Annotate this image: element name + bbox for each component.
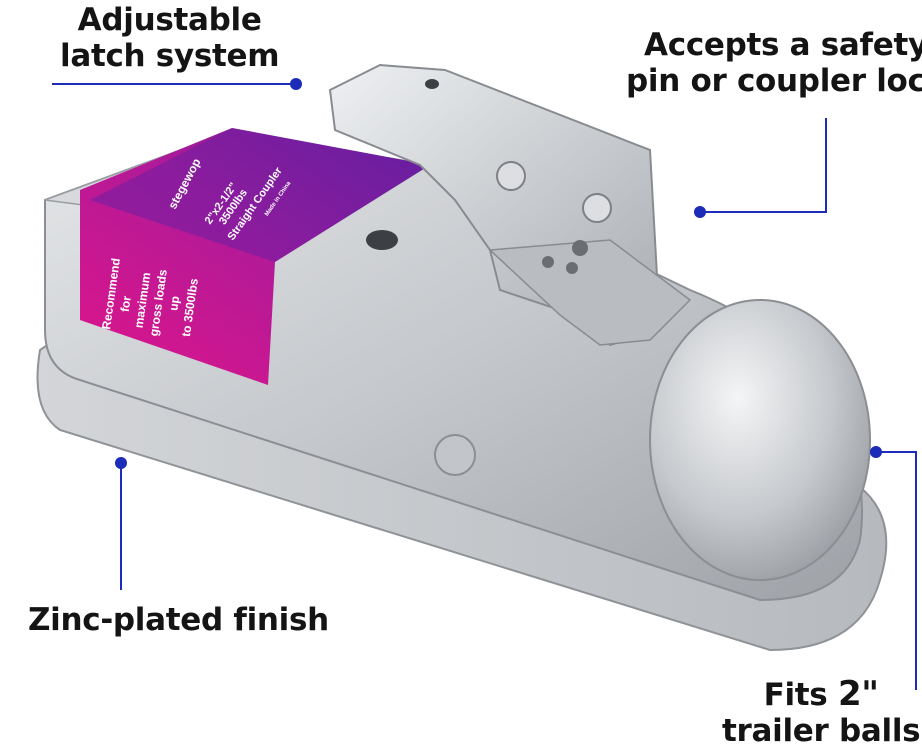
callout-safety-line1: Accepts a safety	[644, 27, 922, 63]
ball-socket-dome	[649, 299, 871, 581]
callout-dot-zinc	[115, 457, 127, 469]
callout-dot-safety	[694, 206, 706, 218]
latch-bolt-icon	[566, 262, 578, 274]
callout-safety-line2: pin or coupler lock	[626, 63, 922, 99]
latch-bolt-icon	[496, 161, 526, 191]
callout-balls-line1: Fits 2"	[722, 676, 920, 713]
callout-balls-size: 2"	[837, 674, 879, 714]
callout-balls-line2: trailer balls	[722, 713, 921, 749]
callout-dot-latch	[290, 78, 302, 90]
callout-latch-line1: Adjustable	[77, 2, 262, 38]
callout-zinc-finish: Zinc-plated finish	[28, 602, 329, 638]
svg-text:up: up	[166, 295, 182, 311]
callout-trailer-balls: Fits 2" trailer balls	[722, 676, 921, 749]
callout-line-safety	[700, 118, 827, 213]
callout-zinc-line1: Zinc-plated finish	[28, 602, 329, 638]
svg-text:for: for	[118, 295, 134, 313]
latch-bolt-icon	[542, 256, 554, 268]
callout-dot-balls	[870, 446, 882, 458]
callout-safety-pin: Accepts a safety pin or coupler lock	[626, 27, 922, 99]
callout-balls-prefix: Fits	[763, 677, 838, 713]
callout-latch-line2: latch system	[60, 38, 280, 74]
callout-line-balls	[876, 451, 917, 690]
latch-bolt-icon	[572, 240, 588, 256]
rivet-icon	[434, 434, 476, 476]
latch-bolt-icon	[582, 193, 612, 223]
callout-latch-system: Adjustable latch system	[60, 2, 280, 74]
